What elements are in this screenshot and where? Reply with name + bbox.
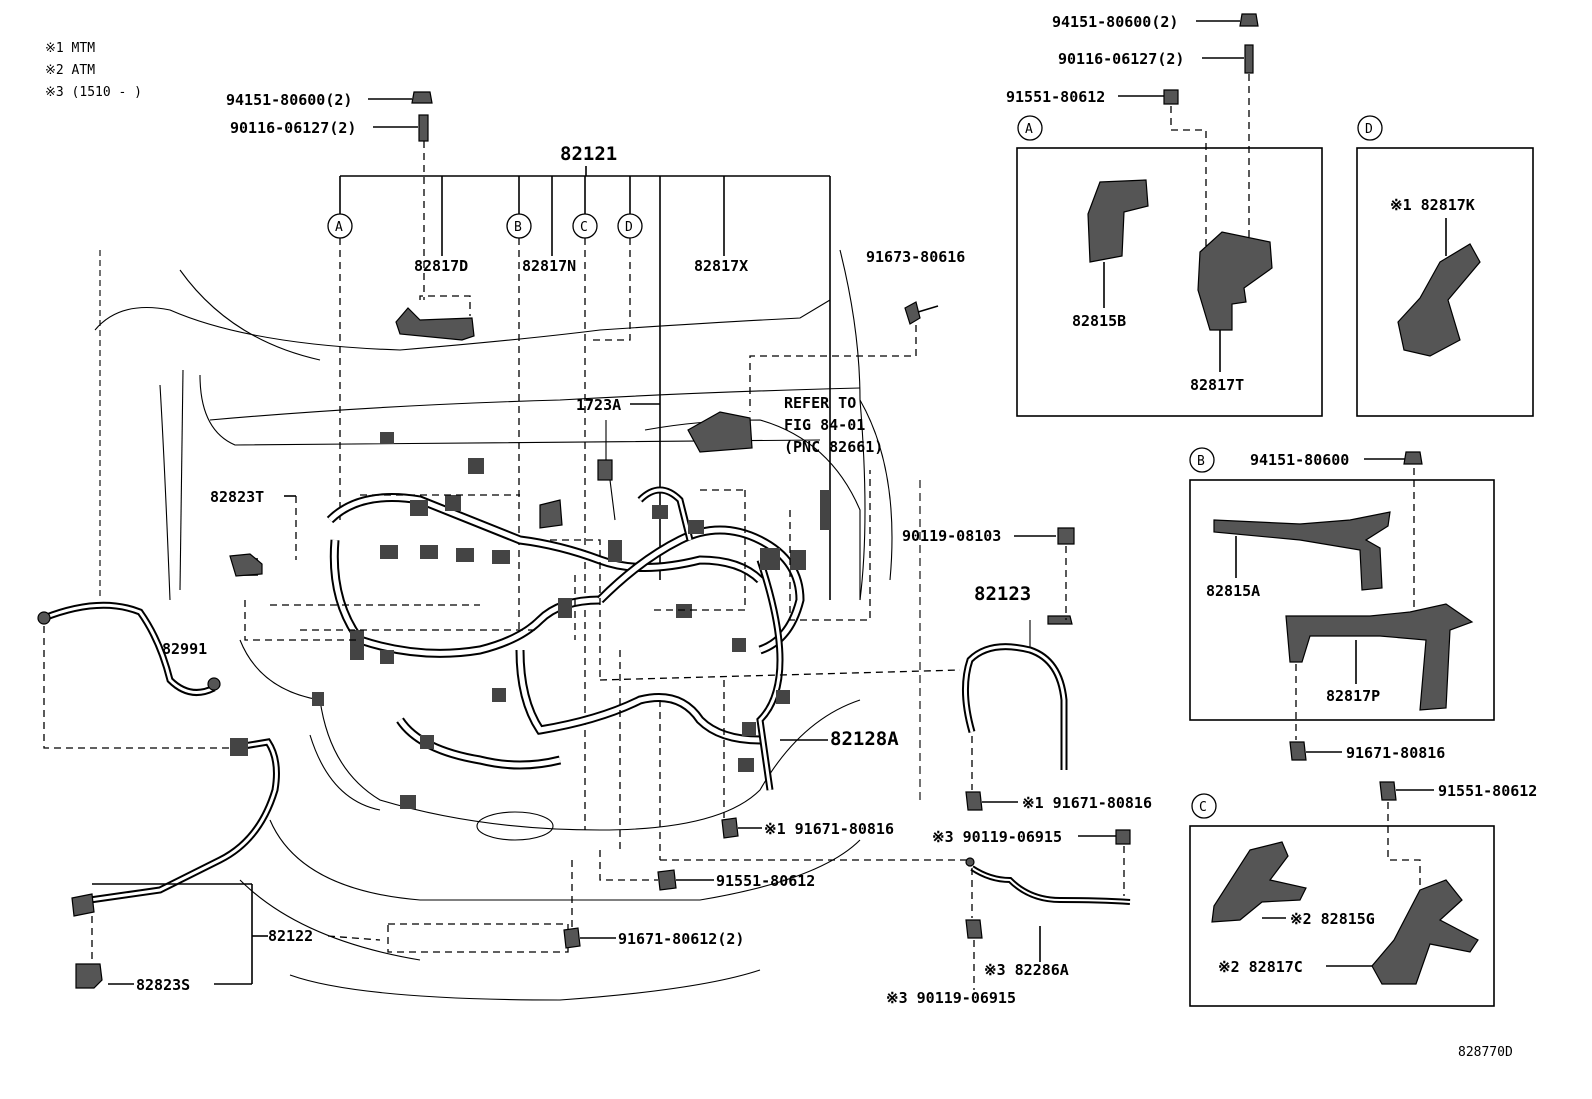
- bracket-82815G-icon: [1211, 841, 1307, 923]
- stud-icon: [1244, 44, 1254, 74]
- bracket-82817K-icon: [1397, 243, 1481, 357]
- stud-icon: [418, 114, 429, 142]
- bracket-82817X-icon: [687, 411, 753, 453]
- part-82286A-label: ※3 82286A: [984, 961, 1069, 979]
- detail-panel-A: 94151-80600(2) 90116-06127(2) 91551-8061…: [1006, 13, 1323, 417]
- bolt-91671-80612-label: 91671-80612(2): [618, 930, 744, 948]
- detail-a-box: [1016, 147, 1323, 417]
- bolt-91551-main-label: 91551-80612: [716, 872, 815, 890]
- cap-82823S-icon: [75, 963, 103, 989]
- group-82121-label: 82121: [560, 143, 617, 165]
- ground-cable-82991: [37, 601, 221, 696]
- bracket-82817T-icon: [1197, 231, 1273, 331]
- detail-panel-C: C 91551-80612 ※2 82815G ※2 82817C: [1189, 781, 1537, 1007]
- svg-text:C: C: [580, 220, 588, 235]
- bracket-82815A-icon: [1213, 511, 1391, 591]
- part-1723A-label: 1723A: [576, 396, 621, 414]
- bolt-90119-08103-label: 90119-08103: [902, 527, 1001, 545]
- bracket-82815B-icon: [1087, 179, 1149, 263]
- bolt-icon: [1163, 89, 1179, 105]
- svg-text:A: A: [335, 220, 343, 235]
- detail-a-part1-label: 82815B: [1072, 312, 1126, 330]
- detail-c-letter: C: [1199, 800, 1207, 815]
- bolt-91671-a-label: ※1 91671-80816: [764, 820, 894, 838]
- detail-b-box: [1189, 479, 1495, 721]
- bracket-82817N-icon: [539, 499, 563, 529]
- detail-d-part-label: ※1 82817K: [1390, 196, 1475, 214]
- nut-left-label: 94151-80600(2): [226, 91, 352, 109]
- bolt-icon: [1289, 741, 1307, 761]
- note-1: ※1 MTM: [45, 41, 95, 56]
- bolt-91671-80612-icon: [563, 927, 581, 949]
- svg-text:D: D: [625, 220, 633, 235]
- bolt-91673-icon: [904, 301, 921, 325]
- cap-82823T-icon: [229, 553, 263, 577]
- detail-c-part2-label: ※2 82817C: [1218, 958, 1303, 976]
- detail-b-part2-label: 82817P: [1326, 687, 1380, 705]
- bolt-91671-a-icon: [721, 817, 739, 839]
- main-letter-C: C: [572, 213, 598, 239]
- main-letter-D: D: [617, 213, 643, 239]
- note-3: ※3 (1510 - ): [45, 85, 142, 100]
- part-82817X-label: 82817X: [694, 257, 748, 275]
- bolt-91671-b-label: ※1 91671-80816: [1022, 794, 1152, 812]
- bolt-90119-06915-a-icon: [1115, 829, 1131, 845]
- detail-panel-D: D ※1 82817K: [1356, 115, 1534, 417]
- cable-82286A: [965, 857, 1131, 905]
- bolt-90119-06915-a-label: ※3 90119-06915: [932, 828, 1062, 846]
- part-82817D-label: 82817D: [414, 257, 468, 275]
- nut-icon: [1403, 451, 1423, 465]
- part-82123-label: 82123: [974, 583, 1031, 605]
- refer-line-2: FIG 84-01: [784, 416, 865, 434]
- detail-d-letter: D: [1365, 122, 1373, 137]
- part-82991-label: 82991: [162, 640, 207, 658]
- detail-d-box: [1356, 147, 1534, 417]
- detail-a-bolt-label: 91551-80612: [1006, 88, 1105, 106]
- refer-line-1: REFER TO: [784, 394, 856, 412]
- bolt-91673-label: 91673-80616: [866, 248, 965, 266]
- battery-cable-82123: [961, 615, 1073, 770]
- detail-b-nut-label: 94151-80600: [1250, 451, 1349, 469]
- vehicle-body-outline: [94, 249, 921, 1001]
- bolt-90119-08103-icon: [1057, 527, 1075, 545]
- nut-icon: [411, 91, 433, 104]
- detail-panel-B: B 94151-80600 82815A 82817P 91671-80816: [1189, 447, 1495, 762]
- main-letter-A: A: [327, 213, 353, 239]
- detail-a-nut-label: 94151-80600(2): [1052, 13, 1178, 31]
- detail-c-bolt-label: 91551-80612: [1438, 782, 1537, 800]
- part-82128A-label: 82128A: [830, 728, 899, 750]
- bracket-82817D-icon: [395, 307, 475, 341]
- bracket-82817C-icon: [1371, 879, 1479, 985]
- svg-text:B: B: [514, 220, 522, 235]
- part-82817N-label: 82817N: [522, 257, 576, 275]
- part-82122-label: 82122: [268, 927, 313, 945]
- detail-b-bolt-label: 91671-80816: [1346, 744, 1445, 762]
- engine-wire-harness: [240, 432, 961, 860]
- detail-a-letter: A: [1025, 122, 1033, 137]
- bolt-91671-b-icon: [965, 791, 983, 811]
- stud-left-label: 90116-06127(2): [230, 119, 356, 137]
- detail-a-part2-label: 82817T: [1190, 376, 1244, 394]
- detail-c-box: [1189, 825, 1495, 1007]
- connector-1723A-icon: [597, 459, 613, 481]
- sensor-cable-82122: [71, 738, 280, 917]
- bolt-icon: [1379, 781, 1397, 801]
- main-letter-B: B: [506, 213, 532, 239]
- note-2: ※2 ATM: [45, 63, 95, 78]
- detail-b-part1-label: 82815A: [1206, 582, 1260, 600]
- bolt-91551-main-icon: [657, 869, 677, 891]
- nut-icon: [1239, 13, 1259, 27]
- detail-b-letter: B: [1197, 454, 1205, 469]
- part-82823S-label: 82823S: [136, 976, 190, 994]
- bolt-90119-06915-b-icon: [965, 919, 983, 939]
- bracket-82817P-icon: [1285, 603, 1474, 711]
- detail-a-stud-label: 90116-06127(2): [1058, 50, 1184, 68]
- figure-number: 828770D: [1458, 1045, 1513, 1060]
- bolt-90119-06915-b-label: ※3 90119-06915: [886, 989, 1016, 1007]
- refer-line-3: (PNC 82661): [784, 438, 883, 456]
- part-82823T-label: 82823T: [210, 488, 264, 506]
- detail-c-part1-label: ※2 82815G: [1290, 910, 1375, 928]
